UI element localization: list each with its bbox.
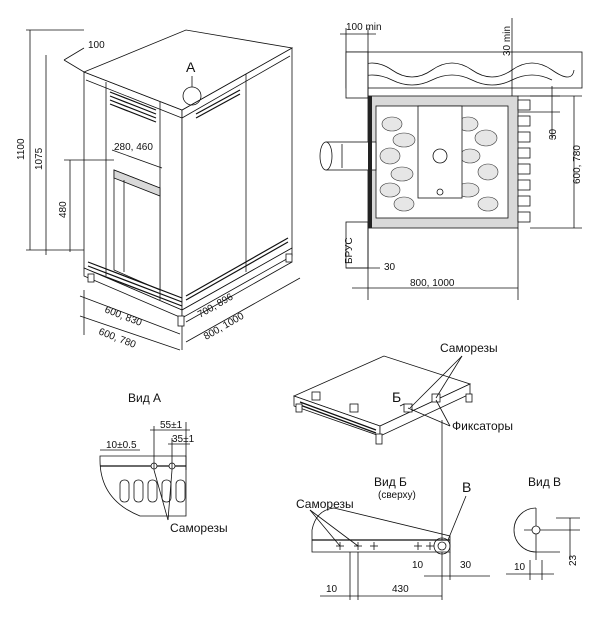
dim-480: 480 [58,201,69,218]
base-louvres [299,401,377,434]
view-v-dim-10: 10 [514,562,526,573]
dim-100: 100 [88,40,105,51]
dim-600-780: 600, 780 [572,145,583,184]
dim-30: 30 [460,560,472,571]
dim-30-min: 30 min [502,26,513,56]
dim-10-left: 10 [326,584,338,595]
view-b-subtitle: (сверху) [378,490,416,501]
view-b-title: Вид Б [374,475,407,489]
slots [119,479,186,503]
dim-100-min: 100 min [346,22,382,33]
view-b: Вид Б (сверху) Саморезы В 10 430 [296,475,490,600]
view-v-dim-23: 23 [568,554,579,566]
view-v-title: Вид В [528,475,561,489]
dim-1075: 1075 [34,147,45,170]
fins [517,99,531,223]
callout-a-label: A [186,59,196,75]
base-isometric-view: Саморезы Фиксаторы Б [292,341,513,540]
dim-35: 35±1 [172,434,195,445]
dim-55: 55±1 [160,420,183,431]
iso-screws-label: Саморезы [440,341,498,355]
dim-10: 10±0.5 [106,440,137,451]
fixators-label: Фиксаторы [452,419,513,433]
base-screws [336,542,434,550]
view-a: Вид А 55±1 35±1 10±0.5 Саморезы [99,391,228,535]
dim-800-1000: 800, 1000 [410,278,455,289]
dim-280-460: 280, 460 [114,142,153,153]
callout-v-label: В [462,479,471,495]
view-a-title: Вид А [128,391,161,405]
view-b-screws-label: Саморезы [296,497,354,511]
louvres-top [109,89,241,123]
dim-1100: 1100 [16,138,27,160]
dim-30-right: 30 [548,128,559,140]
main-isometric-view: A 100 1100 1075 480 280, 460 600, 830 60… [16,29,301,351]
dim-600-830: 600, 830 [103,305,144,329]
dim-600-780: 600, 780 [97,327,138,351]
view-a-screws-label: Саморезы [170,521,228,535]
plan-view: БРУС 100 min 30 min 30 600, 780 30 800, … [319,18,583,300]
dim-10-right: 10 [412,560,424,571]
callout-b-label: Б [392,389,401,405]
dim-30-bottom: 30 [384,262,396,273]
brus-label: БРУС [344,237,355,264]
view-v: Вид В 10 23 [506,475,580,580]
stones [379,116,499,212]
dim-430: 430 [392,584,409,595]
